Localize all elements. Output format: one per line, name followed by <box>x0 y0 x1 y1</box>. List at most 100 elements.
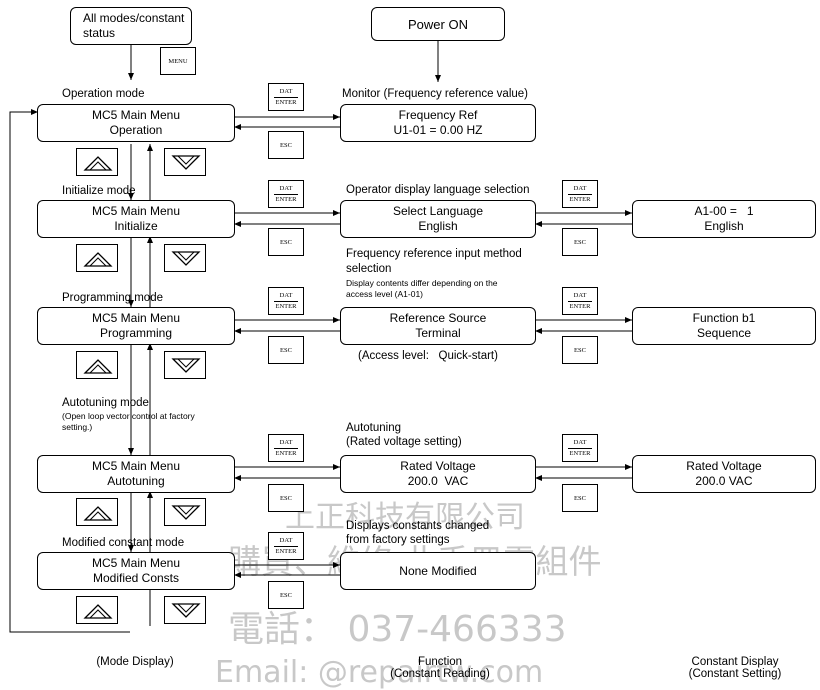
esc-label: ESC <box>574 238 586 246</box>
esc-label: ESC <box>574 494 586 502</box>
up-arrow-icon <box>83 359 113 374</box>
dat-label: DAT <box>573 292 587 299</box>
autotuning-title-2: (Rated voltage setting) <box>346 436 462 448</box>
reference-source-line2: Terminal <box>415 326 461 340</box>
dat-label: DAT <box>279 439 293 446</box>
modified-title-2: from factory settings <box>346 534 450 546</box>
rated-voltage-display: Rated Voltage 200.0 VAC <box>340 455 536 493</box>
watermark-company: 上正科技有限公司 <box>285 500 525 535</box>
esc-key-6[interactable]: ESC <box>268 484 304 512</box>
programming-menu-line1: MC5 Main Menu <box>91 311 181 325</box>
select-language-line1: Select Language <box>392 204 484 218</box>
operation-menu-line1: MC5 Main Menu <box>91 108 181 122</box>
autotuning-note-2: setting.) <box>62 422 93 432</box>
dat-enter-key-5[interactable]: DAT ENTER <box>562 287 598 315</box>
esc-label: ESC <box>280 141 292 149</box>
esc-key-4[interactable]: ESC <box>268 336 304 364</box>
initialize-mode-display[interactable]: MC5 Main Menu Initialize <box>37 200 235 238</box>
enter-label: ENTER <box>569 303 591 310</box>
function-caption-line2: (Constant Reading) <box>390 668 490 680</box>
frequency-input-title-1: Frequency reference input method <box>346 248 522 260</box>
operation-mode-display[interactable]: MC5 Main Menu Operation <box>37 104 235 142</box>
autotuning-note-1: (Open loop vector control at factory <box>62 411 195 421</box>
frequency-ref-line2: U1-01 = 0.00 HZ <box>393 123 483 137</box>
esc-key-3[interactable]: ESC <box>562 228 598 256</box>
select-language-display: Select Language English <box>340 200 536 238</box>
down-arrow-icon <box>171 251 201 266</box>
autotuning-mode-display[interactable]: MC5 Main Menu Autotuning <box>37 455 235 493</box>
modified-menu-line2: Modified Consts <box>92 571 180 585</box>
a1-00-display: A1-00 = 1 English <box>632 200 816 238</box>
select-language-line2: English <box>418 219 458 233</box>
modified-menu-line1: MC5 Main Menu <box>91 556 181 570</box>
function-caption-line1: Function <box>417 656 463 668</box>
dat-enter-key-1[interactable]: DAT ENTER <box>268 83 304 111</box>
esc-key-7[interactable]: ESC <box>562 484 598 512</box>
down-arrow-button-4[interactable] <box>164 498 206 526</box>
rated-voltage-line2: 200.0 VAC <box>407 474 469 488</box>
esc-key-2[interactable]: ESC <box>268 228 304 256</box>
programming-mode-display[interactable]: MC5 Main Menu Programming <box>37 307 235 345</box>
access-level-note-2: access level (A1-01) <box>346 289 424 299</box>
rated-voltage-setting-line2: 200.0 VAC <box>695 474 753 488</box>
enter-label: ENTER <box>275 99 297 106</box>
function-b1-display: Function b1 Sequence <box>632 307 816 345</box>
all-modes-status-line1: All modes/constant <box>83 11 185 25</box>
modified-mode-label: Modified constant mode <box>62 537 185 549</box>
modified-mode-display[interactable]: MC5 Main Menu Modified Consts <box>37 552 235 590</box>
rated-voltage-line1: Rated Voltage <box>400 459 476 473</box>
operation-mode-label: Operation mode <box>62 88 145 100</box>
esc-key-1[interactable]: ESC <box>268 131 304 159</box>
dat-enter-key-6[interactable]: DAT ENTER <box>268 434 304 462</box>
enter-label: ENTER <box>569 196 591 203</box>
enter-label: ENTER <box>275 548 297 555</box>
down-arrow-button-1[interactable] <box>164 148 206 176</box>
enter-label: ENTER <box>275 450 297 457</box>
up-arrow-button-1[interactable] <box>76 148 118 176</box>
esc-label: ESC <box>280 346 292 354</box>
esc-label: ESC <box>574 346 586 354</box>
up-arrow-button-4[interactable] <box>76 498 118 526</box>
up-arrow-button-3[interactable] <box>76 351 118 379</box>
rated-voltage-setting-line1: Rated Voltage <box>686 459 762 473</box>
up-arrow-button-5[interactable] <box>76 596 118 624</box>
monitor-title: Monitor (Frequency reference value) <box>342 88 528 100</box>
dat-label: DAT <box>279 185 293 192</box>
down-arrow-button-2[interactable] <box>164 244 206 272</box>
menu-key[interactable]: MENU <box>160 47 196 75</box>
initialize-menu-line1: MC5 Main Menu <box>91 204 181 218</box>
down-arrow-button-5[interactable] <box>164 596 206 624</box>
up-arrow-icon <box>83 156 113 171</box>
function-b1-line1: Function b1 <box>692 311 756 325</box>
esc-key-5[interactable]: ESC <box>562 336 598 364</box>
power-on-box: Power ON <box>371 7 505 41</box>
none-modified-display: None Modified <box>340 552 536 590</box>
up-arrow-button-2[interactable] <box>76 244 118 272</box>
down-arrow-icon <box>171 505 201 520</box>
esc-label: ESC <box>280 494 292 502</box>
language-title: Operator display language selection <box>346 184 530 196</box>
modified-title-1: Displays constants changed <box>346 520 490 532</box>
a1-00-line1: A1-00 = 1 <box>694 204 754 218</box>
none-modified-text: None Modified <box>399 563 477 578</box>
constant-display-caption: Constant Display (Constant Setting) <box>660 656 810 680</box>
reference-source-display: Reference Source Terminal <box>340 307 536 345</box>
down-arrow-icon <box>171 155 201 170</box>
dat-label: DAT <box>279 88 293 95</box>
esc-key-8[interactable]: ESC <box>268 581 304 609</box>
down-arrow-button-3[interactable] <box>164 351 206 379</box>
all-modes-status-box: All modes/constant status <box>70 7 192 45</box>
autotuning-mode-label: Autotuning mode <box>62 397 149 409</box>
power-on-label: Power ON <box>408 16 468 32</box>
initialize-mode-label: Initialize mode <box>62 185 136 197</box>
access-level-note-1: Display contents differ depending on the <box>346 278 498 288</box>
frequency-ref-line1: Frequency Ref <box>398 108 478 122</box>
watermark-phone: 電話： 037-466333 <box>228 609 567 650</box>
constant-caption-line1: Constant Display <box>691 656 779 668</box>
